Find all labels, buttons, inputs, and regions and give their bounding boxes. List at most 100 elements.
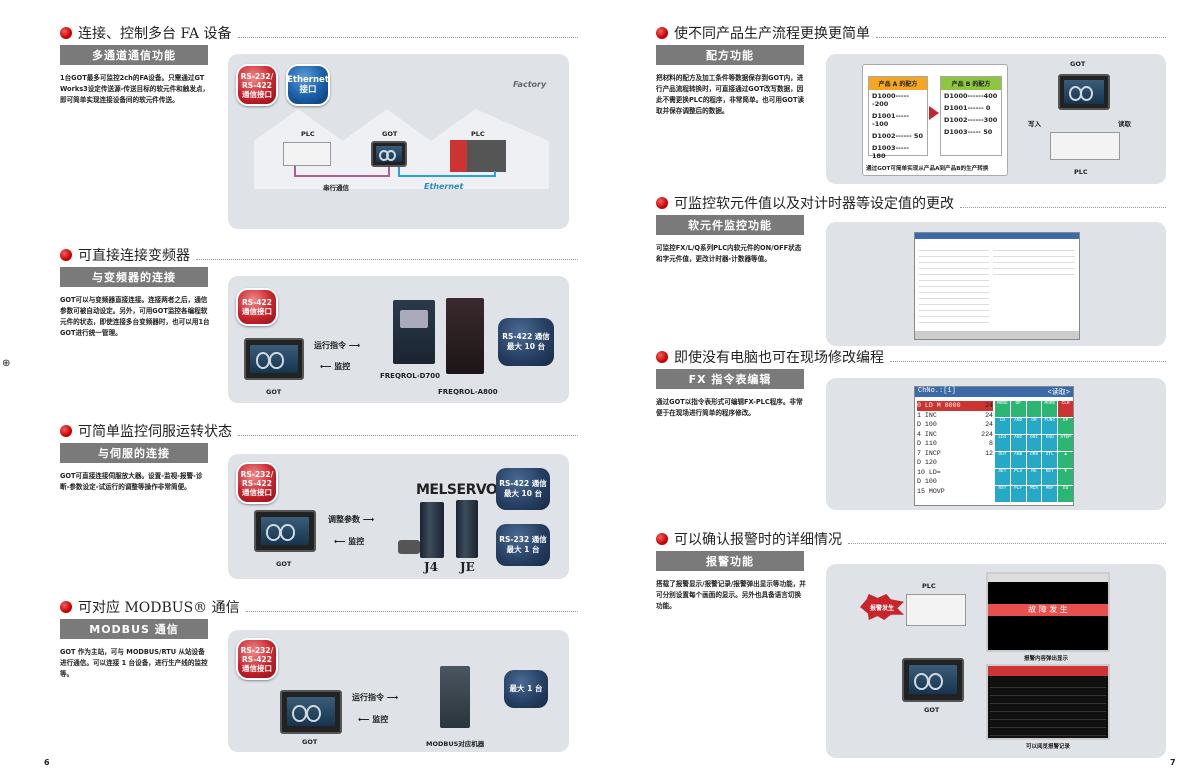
section-device-monitor: 可监控软元件值以及对计时器等设定值的更改 软元件监控功能 可监控FX/L/Q系列… [656, 192, 1166, 265]
factory-label: Factory [513, 80, 547, 89]
fx-screen-header: ChNo.:[1] <读取> [915, 387, 1073, 397]
plc-label: PLC [922, 582, 936, 590]
monitor-label: ⟵ 监控 [334, 537, 365, 546]
fx-key[interactable] [1026, 401, 1042, 417]
fx-line[interactable]: 0 LD M 8000 [917, 401, 993, 411]
fx-key[interactable]: ORB [1026, 452, 1042, 468]
section-header: 可简单监控伺服运转状态 [60, 420, 578, 442]
fx-key[interactable]: MCR [1026, 486, 1042, 502]
fx-key[interactable]: PLF [1010, 486, 1026, 502]
rs422-max-badge: RS-422 通信 最大 10 台 [496, 468, 550, 510]
rs232-max-badge: RS-232 通信 最大 1 台 [496, 524, 550, 566]
fx-key[interactable]: OUT [995, 452, 1010, 468]
diagram-modbus: RS-232/ RS-422 通信接口 GOT 运行指令 ⟶ ⟵ 监控 MODB… [228, 630, 569, 752]
rs232-interface-badge: RS-232/ RS-422 通信接口 [236, 64, 278, 106]
fx-key[interactable]: ANI [1010, 435, 1026, 451]
section-fx-edit: 即使没有电脑也可在现场修改编程 FX 指令表编辑 通过GOT以指令表形式可编辑F… [656, 346, 1166, 419]
diagram-device-monitor [826, 222, 1166, 346]
fx-key[interactable]: STL [1042, 452, 1058, 468]
section-multichannel: 连接、控制多台 FA 设备 多通道通信功能 1台GOT最多可监控2ch的FA设备… [60, 22, 578, 106]
section-description: 1台GOT最多可监控2ch的FA设备。只需通过GT Works3设定传送源-传送… [60, 74, 210, 104]
fx-program-values: 24 24 24 224 8 12 [981, 402, 993, 457]
section-header: 可以确认报警时的详细情况 [656, 528, 1166, 550]
fx-key[interactable]: RE [1026, 469, 1042, 485]
fx-key[interactable]: END [1042, 435, 1058, 451]
run-command-label: 运行指令 ⟶ [314, 341, 361, 350]
section-subtitle: 多通道通信功能 [60, 45, 208, 65]
fx-key[interactable]: CLR [1058, 401, 1073, 417]
fx-line[interactable]: D 110 [917, 440, 937, 447]
fx-key[interactable]: LD [995, 418, 1010, 434]
fx-key[interactable]: OP [1058, 418, 1073, 434]
fx-key[interactable]: OR [1026, 418, 1042, 434]
fx-key[interactable]: MODE [995, 401, 1010, 417]
section-title: 可以确认报警时的详细情况 [674, 532, 842, 548]
got-device [244, 338, 304, 380]
bullet-icon [656, 351, 668, 363]
got-label: GOT [1070, 60, 1086, 68]
fx-key[interactable]: ▲ [1058, 452, 1073, 468]
fx-key[interactable]: FUNC [1042, 418, 1058, 434]
got-device [1058, 74, 1110, 110]
inverter-a800 [446, 298, 484, 374]
page-number-right: 7 [1170, 758, 1176, 767]
fx-key[interactable]: RST [995, 486, 1010, 502]
fx-line[interactable]: D 100 [917, 478, 937, 485]
recipe-a-title: 产品 A 的配方 [869, 77, 927, 90]
d700-label: FREQROL-D700 [380, 372, 441, 380]
section-title: 使不同产品生产流程更换更简单 [674, 26, 870, 42]
fx-key[interactable]: MOF [1042, 486, 1058, 502]
je-label: JE [460, 560, 475, 574]
section-title: 即使没有电脑也可在现场修改编程 [674, 350, 884, 366]
fx-key[interactable]: ORI [1026, 435, 1042, 451]
fx-key[interactable]: OP [1010, 401, 1026, 417]
recipe-caption: 通过GOT可简单实现从产品A到产品B的生产转换 [866, 166, 989, 172]
monitor-label: ⟵ 监控 [320, 362, 351, 371]
recipe-a-row: D1003----- 180 [872, 144, 909, 160]
fx-key[interactable]: LDI [995, 435, 1010, 451]
section-modbus: 可对应 MODBUS® 通信 MODBUS 通信 GOT 作为主站，可与 MOD… [60, 596, 578, 680]
diagram-fx-edit: ChNo.:[1] <读取> 0 LD M 8000 1 INC D 100 4… [826, 378, 1166, 510]
alarm-history-screen [986, 664, 1110, 740]
fx-line[interactable]: 1 INC [917, 411, 937, 419]
servo-j4 [420, 502, 444, 558]
modbus-device-label: MODBUS对应机器 [426, 740, 485, 748]
recipe-b-row: D1003----- 50 [944, 128, 993, 136]
section-header: 即使没有电脑也可在现场修改编程 [656, 346, 1166, 368]
fx-read-label: <读取> [1047, 389, 1070, 397]
fx-key[interactable]: STEP [1058, 435, 1073, 451]
fx-line[interactable]: 7 INCP [917, 449, 941, 457]
section-subtitle: 配方功能 [656, 45, 804, 65]
section-header: 使不同产品生产流程更换更简单 [656, 22, 1166, 44]
section-inverter: 可直接连接变频器 与变频器的连接 GOT可以与变频器直接连接。连接两者之后，通信… [60, 244, 578, 339]
fx-key[interactable]: ▼ [1058, 469, 1073, 485]
recipe-a-row: D1001------100 [872, 112, 909, 128]
bullet-icon [60, 601, 72, 613]
fx-line[interactable]: D 100 [917, 421, 937, 428]
fx-line[interactable]: 15 MOVP [917, 487, 945, 495]
fx-key[interactable]: ANB [1010, 452, 1026, 468]
section-subtitle: 与变频器的连接 [60, 267, 208, 287]
j4-label: J4 [424, 560, 439, 574]
fx-key[interactable]: RET [1042, 469, 1058, 485]
fx-key[interactable]: AND [1010, 418, 1026, 434]
section-description: 搭载了报警显示/报警记录/报警弹出显示等功能，并可分别设置每个画面的显示。另外也… [656, 580, 806, 610]
bullet-icon [656, 533, 668, 545]
fx-line[interactable]: 10 LD= [917, 468, 941, 476]
fx-key[interactable]: MORE [1042, 401, 1058, 417]
fx-key[interactable]: PLS [1010, 469, 1026, 485]
diagram-recipe: 产品 A 的配方 D1000------200 D1001------100 D… [826, 54, 1166, 184]
plc-label: PLC [301, 130, 315, 138]
ethernet-interface-badge: Ethernet 接口 [286, 64, 330, 106]
recipe-b-table: 产品 B 的配方 D1000------400 D1001------ 0 D1… [940, 76, 1002, 156]
section-header: 可监控软元件值以及对计时器等设定值的更改 [656, 192, 1166, 214]
fx-key[interactable]: SET [995, 469, 1010, 485]
got-device [280, 690, 342, 734]
section-recipe: 使不同产品生产流程更换更简单 配方功能 把材料的配方及加工条件等数据保存到GOT… [656, 22, 1166, 117]
fx-line[interactable]: 4 INC [917, 430, 937, 438]
read-label: 读取 [1118, 120, 1131, 128]
fx-key[interactable]: GO [1058, 486, 1073, 502]
fx-line[interactable]: D 120 [917, 459, 937, 466]
arrow-right-icon [929, 106, 939, 120]
fx-keypad: MODE OP MORE CLR LD AND OR FUNC OP LDI A… [995, 401, 1073, 502]
